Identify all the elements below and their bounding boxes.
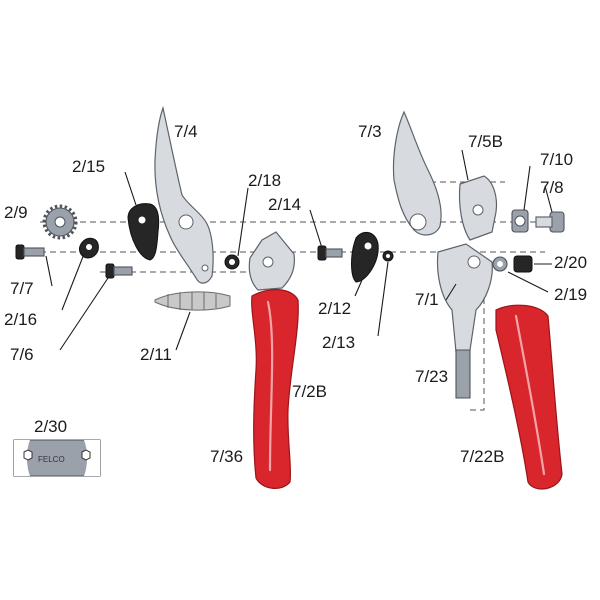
label-2-30: 2/30 [34, 417, 67, 436]
upper-handle-pivot [467, 255, 481, 269]
anvil-pivot [409, 213, 427, 231]
leader-lines [45, 149, 553, 351]
label-7-7: 7/7 [10, 279, 34, 298]
part-2-9-gear [42, 204, 78, 240]
label-2-15: 2/15 [72, 157, 105, 176]
grip-assembly-guide [470, 298, 485, 411]
part-7-23-shaft [455, 349, 471, 399]
label-7-8: 7/8 [540, 178, 564, 197]
part-7-7-bolt [15, 244, 45, 260]
part-labels: 7/4 2/15 2/18 2/9 2/14 7/7 2/16 7/6 2/11… [4, 122, 587, 466]
part-7-10-nut [511, 209, 529, 233]
label-7-3: 7/3 [358, 122, 382, 141]
part-7-3-anvil-blade [392, 110, 442, 236]
part-7-8-screw [535, 211, 565, 233]
part-7-36-red-grip [251, 289, 299, 489]
part-2-12-cam [351, 231, 379, 283]
part-7-22b-red-grip [495, 304, 563, 490]
cam-hole [364, 242, 372, 250]
label-7-23: 7/23 [415, 367, 448, 386]
blade-hole [201, 264, 209, 272]
part-2-13-washer [382, 250, 394, 262]
part-2-14-bolt [317, 245, 343, 261]
head-hole [472, 204, 484, 216]
label-7-22b: 7/22B [460, 447, 504, 466]
part-2-20-nut [513, 255, 533, 273]
label-2-13: 2/13 [322, 333, 355, 352]
label-7-2b: 7/2B [292, 382, 327, 401]
part-2-11-spring [154, 291, 231, 311]
label-7-10: 7/10 [540, 150, 573, 169]
label-7-4: 7/4 [174, 122, 198, 141]
label-7-6: 7/6 [10, 345, 34, 364]
label-7-5b: 7/5B [468, 132, 503, 151]
part-2-19-washer [492, 256, 508, 272]
part-7-1-upper-handle [436, 243, 493, 353]
grip-highlight [266, 300, 274, 472]
label-7-1: 7/1 [415, 290, 439, 309]
clip-hole [86, 244, 92, 250]
label-2-9: 2/9 [4, 203, 28, 222]
label-2-11: 2/11 [140, 345, 172, 364]
label-7-36: 7/36 [210, 447, 243, 466]
part-2-18-washer [224, 254, 240, 270]
grip-highlight-right [514, 314, 546, 476]
plate-stamp-text: FELCO [38, 455, 65, 464]
label-2-20: 2/20 [554, 253, 587, 272]
label-2-16: 2/16 [4, 310, 37, 329]
handle-pivot [262, 256, 274, 268]
blade-pivot-hole [178, 214, 194, 230]
part-upper-blade [154, 105, 214, 284]
part-7-6-screw [105, 263, 133, 279]
plate-hole [138, 216, 146, 224]
part-2-15-plate [127, 203, 160, 261]
part-2-30-plate: FELCO [13, 439, 101, 477]
label-2-14: 2/14 [268, 195, 301, 214]
label-2-18: 2/18 [248, 171, 281, 190]
label-2-19: 2/19 [554, 285, 587, 304]
label-2-12: 2/12 [318, 299, 351, 318]
